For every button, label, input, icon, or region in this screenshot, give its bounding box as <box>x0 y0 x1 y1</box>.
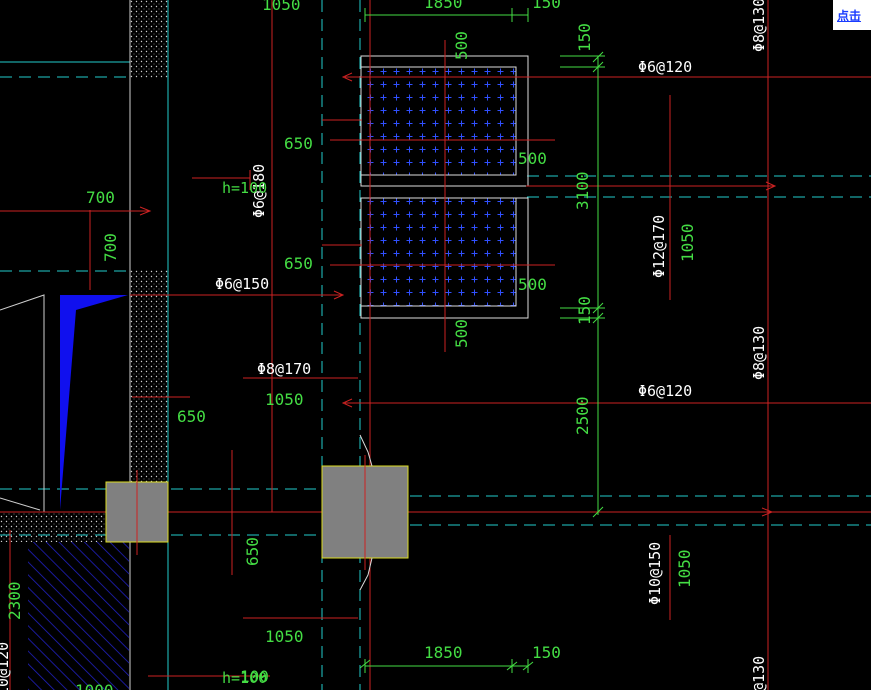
dim-1050-v1: 1050 <box>678 223 697 262</box>
rebar-6-120-mid: Φ6@120 <box>638 382 692 400</box>
dim-100-bot: 100 <box>240 667 269 686</box>
dim-150-bot: 150 <box>532 643 561 662</box>
rebar-8-130-mid: Φ8@130 <box>750 326 768 380</box>
dim-650-v: 650 <box>243 537 262 566</box>
dim-1050-mid: 1050 <box>265 390 304 409</box>
dim-1000-bot: 1000 <box>75 681 114 690</box>
lower-opening <box>360 197 529 319</box>
dim-1050-v2: 1050 <box>675 549 694 588</box>
dim-500-v1: 500 <box>452 31 471 60</box>
rebar-8-130-top: Φ8@130 <box>750 0 768 52</box>
dim-1850-bot: 1850 <box>424 643 463 662</box>
dim-2300: 2300 <box>5 581 24 620</box>
dim-650-c: 650 <box>177 407 206 426</box>
upper-opening <box>360 55 529 187</box>
dim-500-v2: 500 <box>452 319 471 348</box>
left-wall-section <box>0 0 168 690</box>
dimension-lines <box>359 8 605 673</box>
rebar-texts: Φ6@120 Φ6@180 h=100 Φ6@150 Φ12@170 Φ8@17… <box>0 0 768 690</box>
dim-650-b: 650 <box>284 254 313 273</box>
dim-3100: 3100 <box>573 171 592 210</box>
rebar-10-150: Φ10@150 <box>646 542 664 605</box>
dim-500-a: 500 <box>518 149 547 168</box>
break-lines <box>359 434 373 591</box>
column-center <box>321 455 409 570</box>
rebar-10-120-left: Φ10@120 <box>0 642 12 690</box>
dim-1050-bot: 1050 <box>265 627 304 646</box>
dim-700-v: 700 <box>101 233 120 262</box>
dim-1050-top: 1050 <box>262 0 301 14</box>
dim-500-b: 500 <box>518 275 547 294</box>
h-100-top: h=100 <box>222 179 267 197</box>
dimension-texts: 1050 1850 150 500 150 650 500 700 700 31… <box>5 0 697 690</box>
rebar-12-170: Φ12@170 <box>650 215 668 278</box>
dim-150-v1: 150 <box>575 23 594 52</box>
rebar-6-150: Φ6@150 <box>215 275 269 293</box>
dim-150-top: 150 <box>532 0 561 12</box>
dim-1850-top: 1850 <box>424 0 463 12</box>
rebar-8-130-bot: Φ8@130 <box>750 656 768 690</box>
blue-hatched-wall <box>28 542 129 690</box>
column-left <box>105 470 169 555</box>
hint-link[interactable]: 点击 <box>833 0 871 30</box>
dim-150-v2: 150 <box>575 296 594 325</box>
h-100-bot: h=100 <box>222 669 267 687</box>
dim-650-a: 650 <box>284 134 313 153</box>
rebar-6-180: Φ6@180 <box>250 164 268 218</box>
dim-700-h: 700 <box>86 188 115 207</box>
dim-2500: 2500 <box>573 396 592 435</box>
opening-triangle <box>0 294 128 512</box>
rebar-6-120-top: Φ6@120 <box>638 58 692 76</box>
rebar-8-170: Φ8@170 <box>257 360 311 378</box>
